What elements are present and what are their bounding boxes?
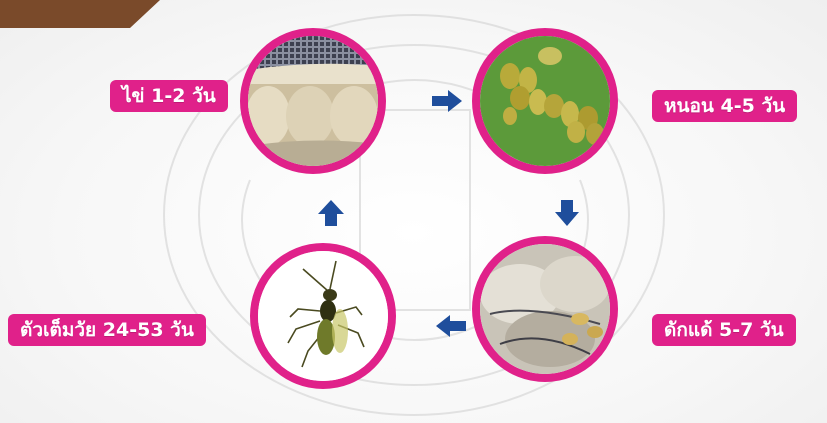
up-arrow-icon (318, 200, 344, 226)
pupa-label: ดักแด้ 5-7 วัน (652, 314, 796, 346)
egg-label: ไข่ 1-2 วัน (110, 80, 228, 112)
egg-image (240, 28, 386, 174)
down-arrow-icon (555, 200, 579, 226)
larva-label: หนอน 4-5 วัน (652, 90, 797, 122)
right-arrow-icon (432, 90, 462, 112)
left-arrow-icon (436, 315, 466, 337)
larva-image (472, 28, 618, 174)
pupa-image (472, 236, 618, 382)
adult-image (250, 243, 396, 389)
adult-label: ตัวเต็มวัย 24-53 วัน (8, 314, 206, 346)
